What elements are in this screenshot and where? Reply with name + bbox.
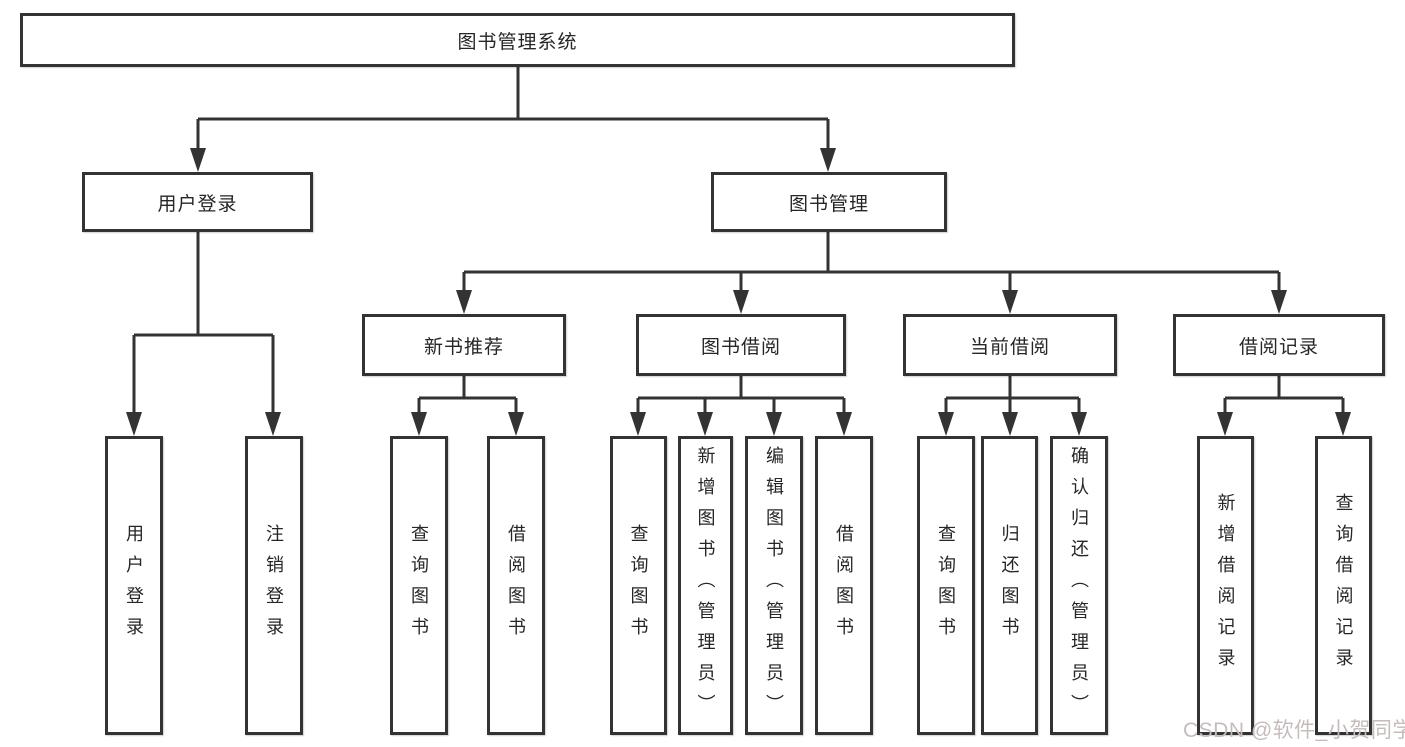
node-user-login-action: 用户登录 xyxy=(105,436,163,735)
node-borrow-records: 借阅记录 xyxy=(1173,314,1385,376)
connector-book-management-to-level3 xyxy=(456,232,1287,314)
connector-borrow-records-children xyxy=(1217,376,1351,436)
csdn-watermark: CSDN @软件_小贺同学 xyxy=(1183,719,1405,742)
node-confirm-return-admin: 确认归还（管理员） xyxy=(1050,436,1108,735)
node-return-books: 归还图书 xyxy=(981,436,1038,735)
node-borrow-books-action: 借阅图书 xyxy=(815,436,873,735)
connector-root-to-level2 xyxy=(190,67,836,172)
node-add-books-admin: 新增图书（管理员） xyxy=(678,436,733,735)
node-new-book-recommend: 新书推荐 xyxy=(362,314,566,376)
node-book-management: 图书管理 xyxy=(711,172,947,232)
node-borrow-books-recommend: 借阅图书 xyxy=(487,436,545,735)
node-query-books-borrow: 查询图书 xyxy=(610,436,667,735)
node-edit-books-admin: 编辑图书（管理员） xyxy=(745,436,803,735)
node-root-library-management-system: 图书管理系统 xyxy=(20,13,1015,67)
connector-book-borrow-children xyxy=(630,376,852,436)
node-current-borrow: 当前借阅 xyxy=(903,314,1117,376)
connector-current-borrow-children xyxy=(938,376,1087,436)
node-user-login: 用户登录 xyxy=(82,172,313,232)
node-query-borrow-record: 查询借阅记录 xyxy=(1315,436,1372,735)
node-add-borrow-record: 新增借阅记录 xyxy=(1197,436,1254,735)
connector-user-login-to-children xyxy=(126,232,281,436)
node-query-books-current: 查询图书 xyxy=(917,436,975,735)
connector-new-book-recommend-children xyxy=(411,376,524,436)
node-query-books-recommend: 查询图书 xyxy=(390,436,448,735)
node-logout-action: 注销登录 xyxy=(245,436,303,735)
node-book-borrow: 图书借阅 xyxy=(636,314,846,376)
